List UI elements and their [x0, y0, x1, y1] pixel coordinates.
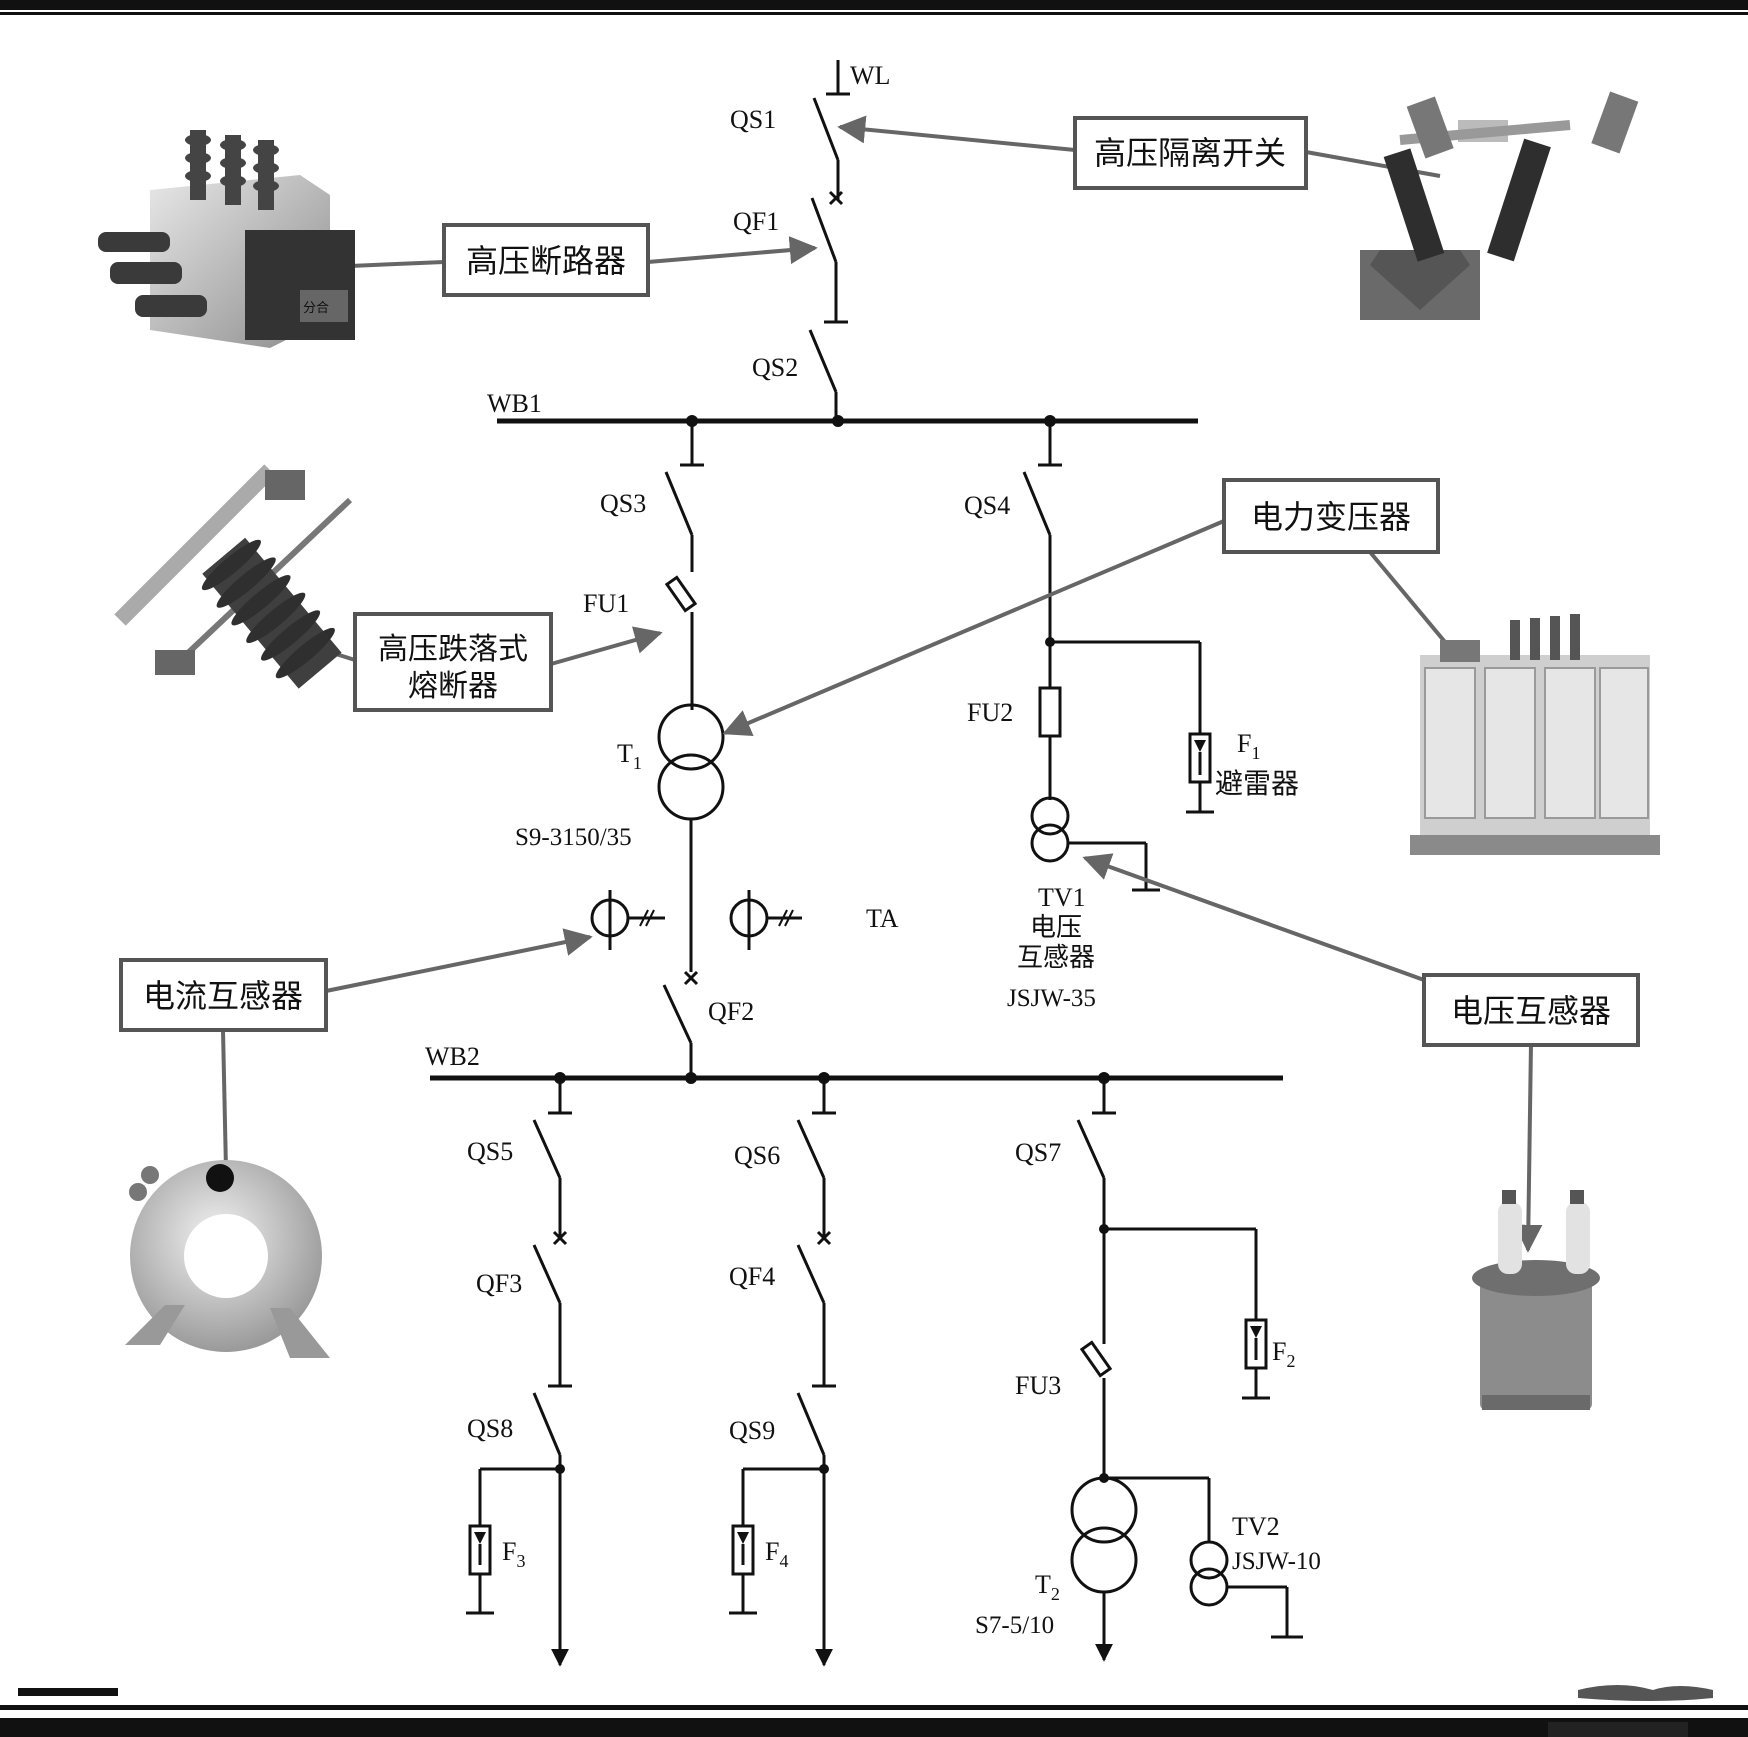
- wb1-label: WB1: [487, 389, 542, 418]
- f3-label: F3: [502, 1537, 525, 1571]
- callout-hv-breaker: 高压断路器: [349, 223, 818, 297]
- t2-label: T2: [1035, 1570, 1060, 1604]
- qs4-label: QS4: [964, 491, 1010, 520]
- power-transformer-label: 电力变压器: [1251, 498, 1411, 536]
- qf3-label: QF3: [476, 1269, 522, 1298]
- incoming-line: WL: [826, 60, 890, 96]
- qs3-branch: QS3: [600, 421, 704, 572]
- callout-voltage-transformer: 电压互感器: [1082, 853, 1640, 1253]
- t1-transformer: T1 S9-3150/35: [515, 703, 725, 972]
- qs7-label: QS7: [1015, 1138, 1061, 1167]
- qf2-label: QF2: [708, 997, 754, 1026]
- fu3-label: FU3: [1015, 1371, 1061, 1400]
- fu1-fuse: FU1: [583, 575, 698, 710]
- f2-label: F2: [1272, 1337, 1295, 1371]
- breaker-tag: 分合: [303, 301, 329, 316]
- tv1-label: TV1: [1038, 883, 1086, 912]
- arrester-label: 避雷器: [1215, 767, 1299, 800]
- tv1-model: JSJW-35: [1007, 985, 1096, 1012]
- wb1-busbar: WB1: [487, 389, 1198, 427]
- hv-disconnector-label: 高压隔离开关: [1094, 134, 1286, 172]
- current-transformer-label: 电流互感器: [143, 977, 303, 1015]
- qs6-label: QS6: [734, 1141, 780, 1170]
- qf4-label: QF4: [729, 1262, 775, 1291]
- qf2-breaker: QF2: [662, 970, 754, 1078]
- feeder-1: QS5 QF3 QS8 F3: [466, 1078, 572, 1667]
- wb2-busbar: WB2: [425, 1042, 1283, 1084]
- tv2-model: JSJW-10: [1232, 1548, 1321, 1575]
- qs2-disconnector: QS2: [752, 329, 838, 420]
- tv2-label: TV2: [1232, 1512, 1280, 1541]
- qs1-label: QS1: [730, 105, 776, 134]
- qs3-label: QS3: [600, 489, 646, 518]
- ta-current-transformers: TA: [590, 890, 899, 950]
- qf1-breaker: QF1: [733, 190, 848, 324]
- qs2-label: QS2: [752, 353, 798, 382]
- qs5-label: QS5: [467, 1137, 513, 1166]
- fu2-fuse: FU2: [967, 642, 1062, 800]
- qs8-label: QS8: [467, 1414, 513, 1443]
- tv1-voltage-transformer: TV1 电压 互感器 JSJW-35: [1007, 796, 1160, 1012]
- dropout-fuse-line2: 熔断器: [408, 669, 498, 704]
- callout-hv-disconnector: 高压隔离开关: [837, 115, 1441, 190]
- tv1-line2: 互感器: [1017, 943, 1095, 973]
- ct-tag: P1: [209, 1173, 224, 1188]
- f1-arrester: F1 避雷器: [1050, 640, 1299, 814]
- power-transformer-photo: [1410, 614, 1660, 855]
- f1-label: F1: [1237, 729, 1260, 763]
- fu1-label: FU1: [583, 589, 629, 618]
- dropout-fuse-photo: [114, 464, 353, 689]
- hv-breaker-label: 高压断路器: [466, 242, 626, 280]
- wb2-label: WB2: [425, 1042, 480, 1071]
- qs4-branch: QS4: [964, 421, 1062, 647]
- hv-disconnector-photo: [1360, 91, 1639, 320]
- ta-label: TA: [866, 904, 899, 933]
- t1-label: T1: [617, 739, 642, 773]
- hv-breaker-photo: 分合: [98, 130, 355, 348]
- voltage-transformer-label: 电压互感器: [1451, 992, 1611, 1030]
- t1-model: S9-3150/35: [515, 824, 632, 851]
- voltage-transformer-photo: [1472, 1190, 1600, 1410]
- qs9-label: QS9: [729, 1416, 775, 1445]
- f4-label: F4: [765, 1537, 788, 1571]
- fu2-label: FU2: [967, 698, 1013, 727]
- wl-label: WL: [850, 61, 890, 90]
- feeder-3: QS7 F2 FU3 T2 S7-5/10 TV2 JSJW-10: [975, 1078, 1321, 1662]
- qf1-label: QF1: [733, 207, 779, 236]
- tv1-line1: 电压: [1030, 913, 1082, 943]
- qs1-disconnector: QS1: [730, 97, 840, 200]
- t2-model: S7-5/10: [975, 1612, 1054, 1639]
- feeder-2: QS6 QF4 QS9 F4: [729, 1078, 836, 1667]
- current-transformer-photo: P1: [125, 1160, 330, 1358]
- dropout-fuse-line1: 高压跌落式: [378, 632, 528, 667]
- callout-dropout-fuse: 高压跌落式 熔断器: [249, 612, 663, 712]
- callout-current-transformer: 电流互感器: [119, 928, 593, 1171]
- callout-power-transformer: 电力变压器: [722, 478, 1462, 737]
